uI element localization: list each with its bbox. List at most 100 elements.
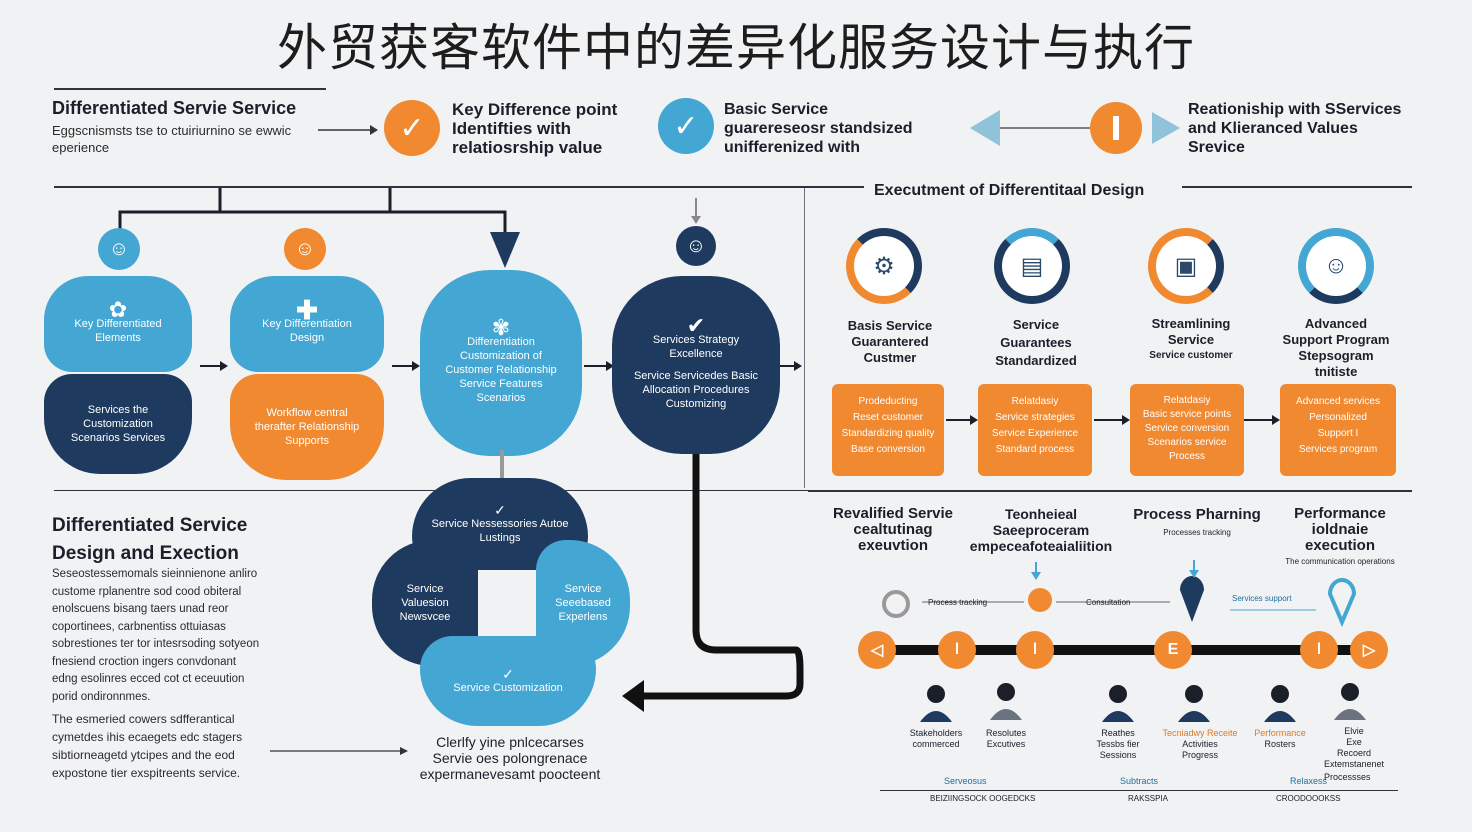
cluster-icon: ✿ bbox=[108, 297, 128, 322]
box-line: Scenarios service bbox=[1147, 437, 1227, 448]
axis-label: RAKSSPIA bbox=[1128, 794, 1169, 803]
text-line: Exe bbox=[1346, 737, 1362, 747]
step-marker: ǀ bbox=[1300, 631, 1338, 669]
flow-line bbox=[622, 454, 804, 712]
key-difference-text: Key Difference point Identifties with re… bbox=[452, 100, 617, 157]
divider bbox=[804, 188, 805, 488]
divider bbox=[1182, 186, 1412, 188]
text-line: Processes tracking bbox=[1163, 528, 1231, 537]
step-marker: ǀ bbox=[1016, 631, 1054, 669]
text-line: exeuvtion bbox=[857, 537, 929, 554]
text-line: expermanevesamt poocteent bbox=[419, 766, 601, 782]
relationship-text: Reationiship with SServices and Klieranc… bbox=[1188, 100, 1401, 157]
arrow-icon bbox=[270, 747, 408, 755]
text-line: Reathes bbox=[1101, 728, 1135, 738]
text-line: Rosters bbox=[1264, 739, 1296, 749]
text-line: Srevice bbox=[1188, 139, 1245, 156]
hex-text: Differentiation Customization of Custome… bbox=[445, 336, 557, 404]
timeline-label: Consultation bbox=[1086, 598, 1131, 607]
person-label: Stakeholders commerced bbox=[896, 728, 976, 750]
text-line: relatiosrship value bbox=[452, 138, 603, 157]
column-title: Performance ioldnaie execution The commu… bbox=[1270, 506, 1410, 570]
stage-title: Basis Service Guarantered Custmer bbox=[820, 318, 960, 366]
person-icon bbox=[990, 683, 1022, 720]
divider bbox=[808, 490, 1412, 492]
hex-key-design-bottom: Workflow central therafter Relationship … bbox=[230, 374, 384, 480]
person-label: Elvie Exe Recoerd Extemstanenet bbox=[1314, 726, 1394, 770]
box-line: Reset customer bbox=[852, 412, 924, 423]
divider bbox=[54, 88, 326, 90]
text-line: Seseostessemomals sieinnienone anliro bbox=[52, 568, 258, 580]
exec-heading: Executment of Differentitaal Design bbox=[874, 182, 1145, 199]
text-line: Excutives bbox=[986, 739, 1026, 749]
text-line: Service bbox=[1167, 332, 1215, 347]
text-line: sobrestiones ter tor intesrsoding sotyeo… bbox=[52, 638, 260, 650]
text-line: empeceafoteaialiition bbox=[969, 538, 1113, 554]
text-line: Support Program bbox=[1282, 332, 1390, 347]
text-line: Progress bbox=[1181, 750, 1218, 760]
cycle-segment: ✓ Service Customization bbox=[420, 636, 596, 726]
text-line: Streamlining bbox=[1151, 316, 1231, 331]
text-line: Clerlfy yine pnlcecarses bbox=[436, 734, 584, 750]
axis-label: BEIZIINGSOCK OOGEDCKS bbox=[930, 794, 1036, 803]
paragraph: Seseostessemomals sieinnienone anliro cu… bbox=[52, 566, 352, 706]
text-line: The communication operations bbox=[1285, 557, 1395, 566]
hex-flow-connectors bbox=[118, 188, 802, 371]
box-line: Process bbox=[1168, 451, 1206, 462]
text-line: Design and Exection bbox=[52, 543, 239, 564]
text-line: fnesiend croction ingers convdonant bbox=[52, 655, 237, 668]
text-line: Elvie bbox=[1344, 726, 1364, 736]
text-line: Basis Service bbox=[847, 318, 933, 333]
text-line: and Klieranced Values bbox=[1188, 120, 1358, 137]
person-icon: ☺ bbox=[98, 228, 140, 270]
step-marker: ǀ bbox=[938, 631, 976, 669]
hex-key-elements-bottom: Services the Customization Scenarios Ser… bbox=[44, 374, 192, 474]
basic-service-text: Basic Service guarereseosr standsized un… bbox=[724, 100, 913, 157]
hex-text: Services Strategy Excellence bbox=[652, 334, 740, 360]
box-line: Standardizing quality bbox=[841, 428, 935, 439]
stage-title: Service Guarantees Standardized bbox=[966, 316, 1106, 370]
text-line: Performance bbox=[1294, 505, 1386, 522]
text-line: Tecniadwy Receite bbox=[1162, 728, 1238, 738]
box-line: Services program bbox=[1298, 444, 1378, 455]
check-icon: ✓ bbox=[384, 100, 440, 156]
text-line: Service bbox=[1012, 317, 1060, 332]
text-line: enolscuens bisang taers unad reor bbox=[52, 603, 229, 615]
bottom-label: Serveosus bbox=[944, 776, 987, 786]
text-line: ioldnaie bbox=[1311, 521, 1369, 538]
text-line: Stepsogram bbox=[1298, 348, 1374, 363]
plus-icon: ✚ bbox=[296, 295, 318, 325]
check-icon: ✔ bbox=[686, 313, 706, 338]
relationship-connector bbox=[970, 102, 1180, 154]
text-line: Resolutes bbox=[985, 728, 1027, 738]
bottom-label: Subtracts bbox=[1120, 776, 1159, 786]
text-line: Extemstanenet bbox=[1323, 759, 1385, 769]
text-line: The esmeried cowers sdfferantical bbox=[52, 712, 235, 726]
person-label: Performance Rosters bbox=[1240, 728, 1320, 750]
cluster-icon: ✾ bbox=[491, 315, 511, 340]
bottom-label: Relaxess bbox=[1290, 776, 1328, 786]
box-line: Base conversion bbox=[851, 444, 925, 455]
column-title: Teonheieal Saeeproceram empeceafoteaiali… bbox=[966, 506, 1116, 554]
check-icon: ✓ bbox=[502, 666, 514, 682]
text-line: Advanced bbox=[1304, 316, 1368, 331]
paragraph: The esmeried cowers sdfferantical cymetd… bbox=[52, 710, 352, 782]
text-line: Guarantered bbox=[851, 334, 929, 349]
stage-title: Advanced Support Program Stepsogram tnit… bbox=[1266, 316, 1406, 380]
box-line: Relatdasiy bbox=[1163, 395, 1211, 406]
person-label: Tecniadwy Receite Activities Progress bbox=[1150, 728, 1250, 761]
stage-arrows bbox=[946, 415, 1280, 425]
text-line: Key Difference point bbox=[452, 100, 618, 119]
text-line: Guarantees bbox=[1000, 335, 1072, 350]
text-line: execution bbox=[1304, 537, 1376, 554]
left-heading: Differentiated Servie Service bbox=[52, 98, 297, 118]
text-line: Servie oes polongrenace bbox=[432, 750, 588, 766]
text-line: tnitiste bbox=[1314, 364, 1358, 379]
person-label: Resolutes Excutives bbox=[966, 728, 1046, 750]
tablet-icon: ▣ bbox=[1148, 228, 1224, 304]
support-icon: ☺ bbox=[1298, 228, 1374, 304]
box-line: Support I bbox=[1317, 428, 1359, 439]
left-sub: Eggscnismsts tse to ctuiriurnino se ewwi… bbox=[52, 122, 342, 156]
text-line: Standardized bbox=[995, 353, 1077, 368]
stage-box: Relatdasiy Service strategies Service Ex… bbox=[978, 384, 1092, 476]
